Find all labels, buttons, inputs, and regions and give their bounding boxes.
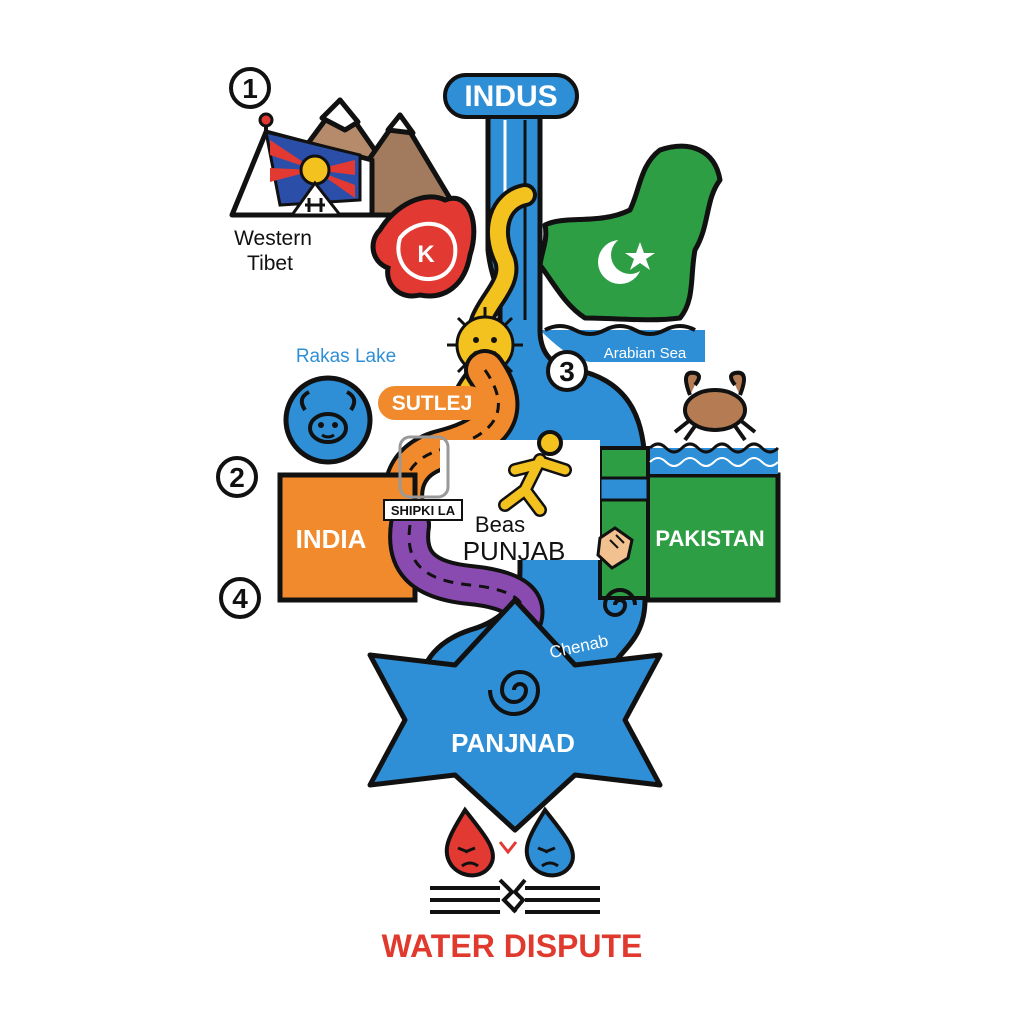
marker-2: 2: [216, 456, 258, 498]
broken-water-icon: [430, 878, 600, 914]
arabian-sea-waves: [540, 324, 705, 362]
shipki-la-bridge: [398, 435, 450, 499]
marker-1: 1: [229, 67, 271, 109]
handshake-icon: [596, 526, 634, 570]
pakistan-region: [642, 472, 781, 603]
cancer-crab-sign-icon: [283, 375, 373, 465]
sutlej-label-pill: [378, 386, 486, 420]
marker-3-text: 3: [559, 356, 575, 387]
ocean-waves: [648, 442, 780, 474]
pakistan-label: PAKISTAN: [655, 526, 764, 551]
indus-label: INDUS: [464, 80, 557, 113]
india-label: INDIA: [296, 524, 367, 554]
tibet-flag-icon: [229, 112, 375, 218]
rakas-lake-label: Rakas Lake: [296, 346, 396, 367]
beas-label: Beas: [475, 512, 525, 537]
marker-4: 4: [219, 577, 261, 619]
spiral-icon: [488, 588, 637, 716]
western-tibet-label-1: Western: [234, 227, 312, 250]
marker-3: 3: [546, 350, 588, 392]
western-tibet-label-2: Tibet: [247, 252, 293, 275]
marker-4-text: 4: [232, 583, 248, 614]
angry-water-drop-icon: [444, 806, 575, 878]
running-person-icon: [498, 430, 572, 517]
arabian-sea-label: Arabian Sea: [604, 345, 687, 362]
sutlej-label: SUTLEJ: [392, 392, 473, 415]
panjnad-label: PANJNAD: [451, 728, 575, 758]
indus-label-pill: [443, 73, 579, 119]
marker-2-text: 2: [229, 462, 245, 493]
marker-1-text: 1: [242, 73, 258, 104]
crab-icon: [673, 370, 757, 442]
water-dispute-title: WATER DISPUTE: [382, 928, 643, 964]
shipki-la-label: SHIPKI LA: [391, 503, 456, 518]
kashmir-map-icon: [370, 194, 477, 299]
kashmir-label: K: [417, 241, 435, 268]
pakistan-map-icon: [537, 143, 723, 323]
punjab-label: PUNJAB: [463, 536, 566, 566]
shipki-la-sign: [383, 499, 463, 521]
